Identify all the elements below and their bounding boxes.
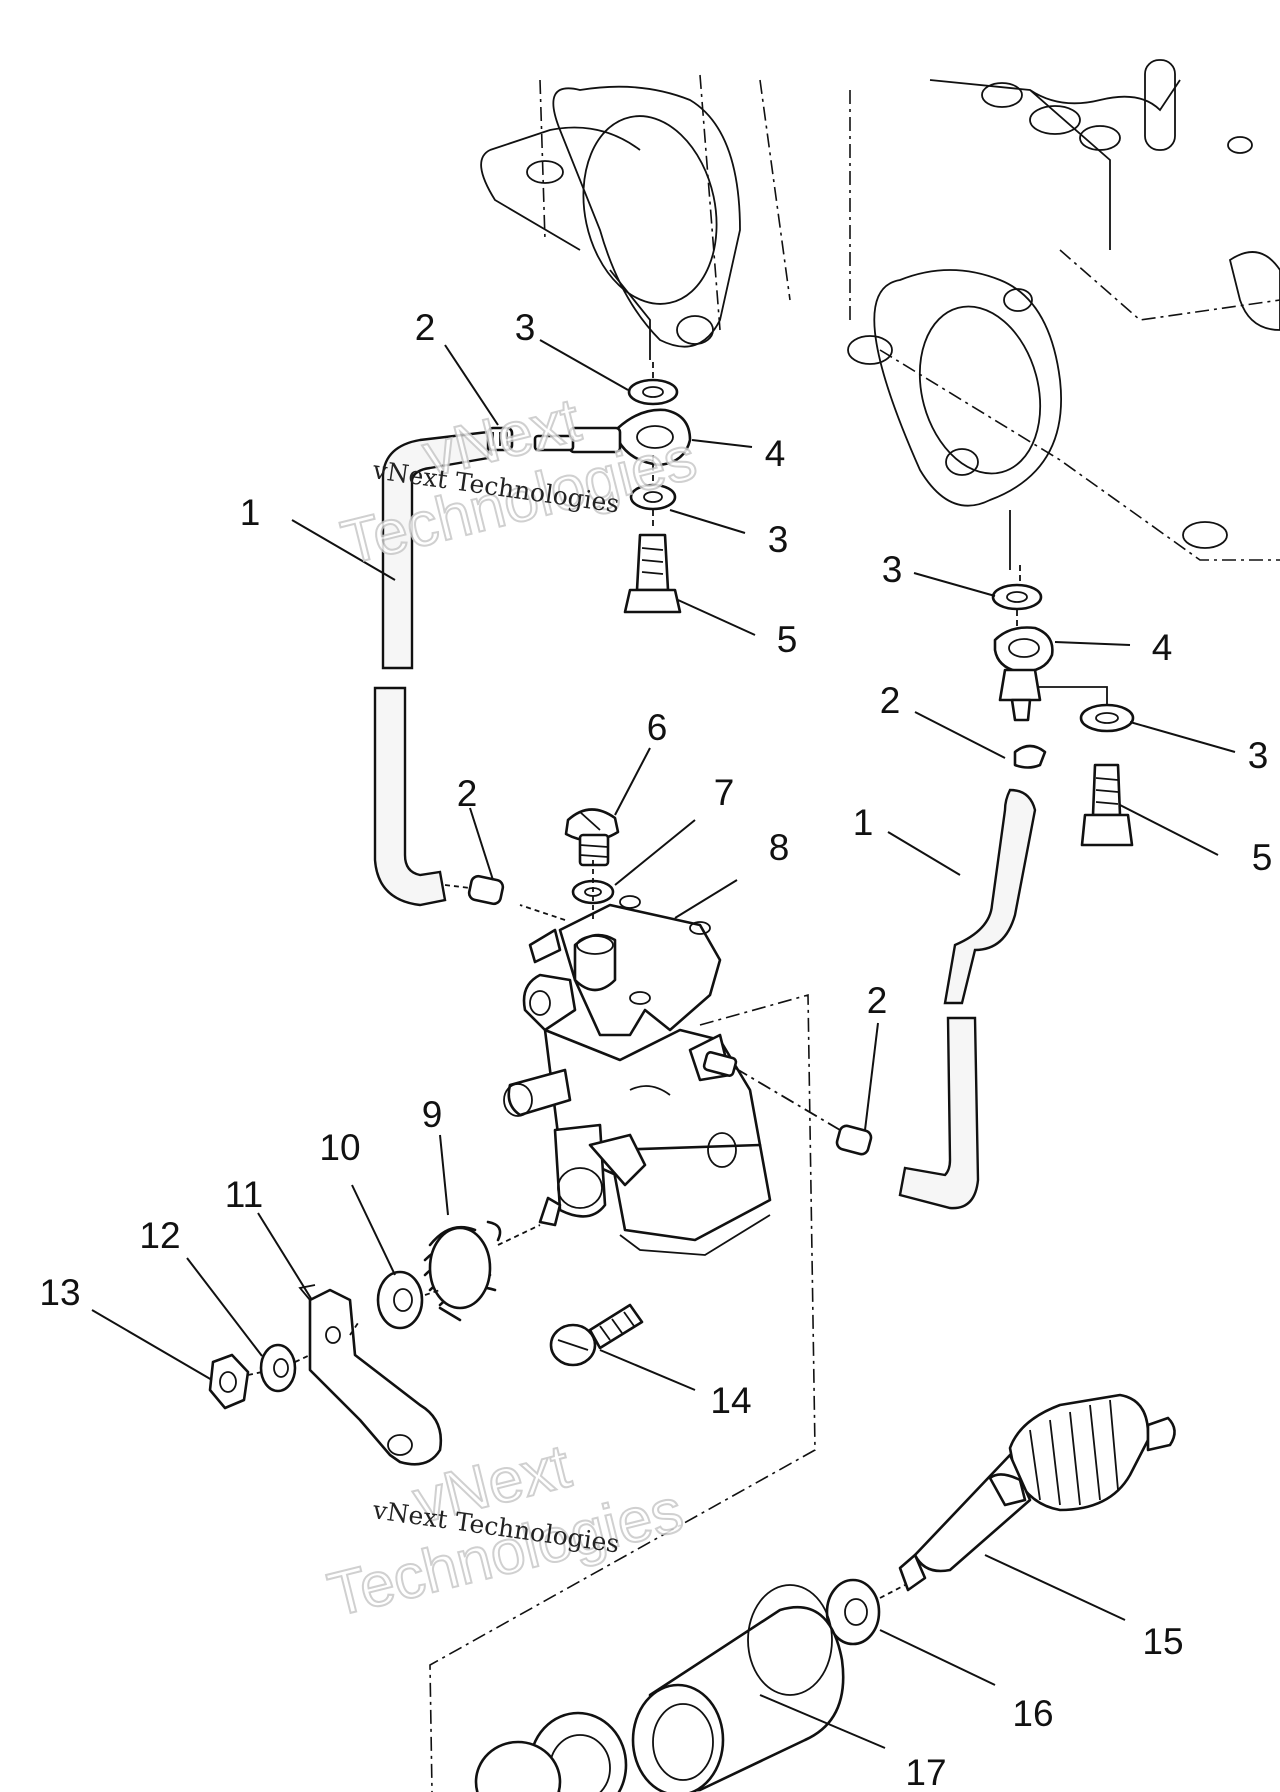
left-banjo-assembly	[533, 360, 692, 614]
clamp-2-mid-left	[444, 874, 505, 906]
clamp-2-right-top	[1013, 744, 1047, 769]
clamp-2-mid-right	[835, 1124, 873, 1156]
oil-pump-body	[503, 860, 841, 1256]
callout-1: 1	[240, 492, 261, 533]
callout-labels: 1 2 3 4 3 5 3 4 2 3 5 6 7 8 2 1 2 9 10 1…	[39, 307, 1272, 1792]
callout-3: 3	[768, 519, 789, 560]
bushing-17	[631, 1584, 845, 1792]
callout-11: 11	[225, 1174, 263, 1215]
callout-3: 3	[1248, 735, 1269, 776]
callout-7: 7	[714, 772, 735, 813]
section-outline	[429, 993, 816, 1792]
callout-5: 5	[1252, 837, 1273, 878]
screw-14	[549, 1303, 644, 1367]
washer-3-upper-left	[627, 378, 679, 406]
callout-10: 10	[319, 1127, 360, 1168]
hose-1-right	[898, 788, 1037, 1210]
callout-13: 13	[39, 1272, 80, 1313]
callout-2: 2	[457, 773, 478, 814]
callout-12: 12	[139, 1215, 180, 1256]
callout-3: 3	[515, 307, 536, 348]
callout-2: 2	[415, 307, 436, 348]
callout-1: 1	[853, 802, 874, 843]
engine-crankcase	[480, 59, 1280, 570]
lock-washer-12	[259, 1343, 297, 1393]
lever-11	[298, 1284, 443, 1466]
callout-6: 6	[647, 707, 668, 748]
callout-5: 5	[777, 619, 798, 660]
callout-17: 17	[905, 1752, 946, 1792]
washer-3-lower-left	[629, 483, 677, 511]
right-banjo-assembly	[991, 565, 1135, 847]
washer-3-upper-right	[991, 583, 1043, 611]
spring-9	[423, 1220, 541, 1322]
callout-14: 14	[710, 1380, 751, 1421]
washer-16	[825, 1578, 906, 1646]
callout-9: 9	[422, 1094, 443, 1135]
hose-1-left	[373, 430, 490, 907]
callout-15: 15	[1142, 1621, 1183, 1662]
callout-4: 4	[1152, 627, 1173, 668]
callout-8: 8	[769, 827, 790, 868]
callout-4: 4	[765, 433, 786, 474]
banjo-fitting-4-right	[993, 626, 1054, 674]
banjo-fitting-4-left	[616, 408, 692, 467]
leader-lines	[91, 339, 1236, 1749]
callout-2: 2	[880, 680, 901, 721]
callout-16: 16	[1012, 1693, 1053, 1734]
bleed-screw-6	[564, 808, 620, 867]
bolt-5-left	[635, 533, 670, 592]
nut-13	[208, 1353, 311, 1410]
oil-seal-bottom	[474, 1711, 628, 1792]
washer-10	[376, 1270, 441, 1330]
washer-3-right	[1079, 703, 1135, 733]
drive-gear-15	[898, 1393, 1176, 1592]
callout-3: 3	[882, 549, 903, 590]
callout-2: 2	[867, 980, 888, 1021]
